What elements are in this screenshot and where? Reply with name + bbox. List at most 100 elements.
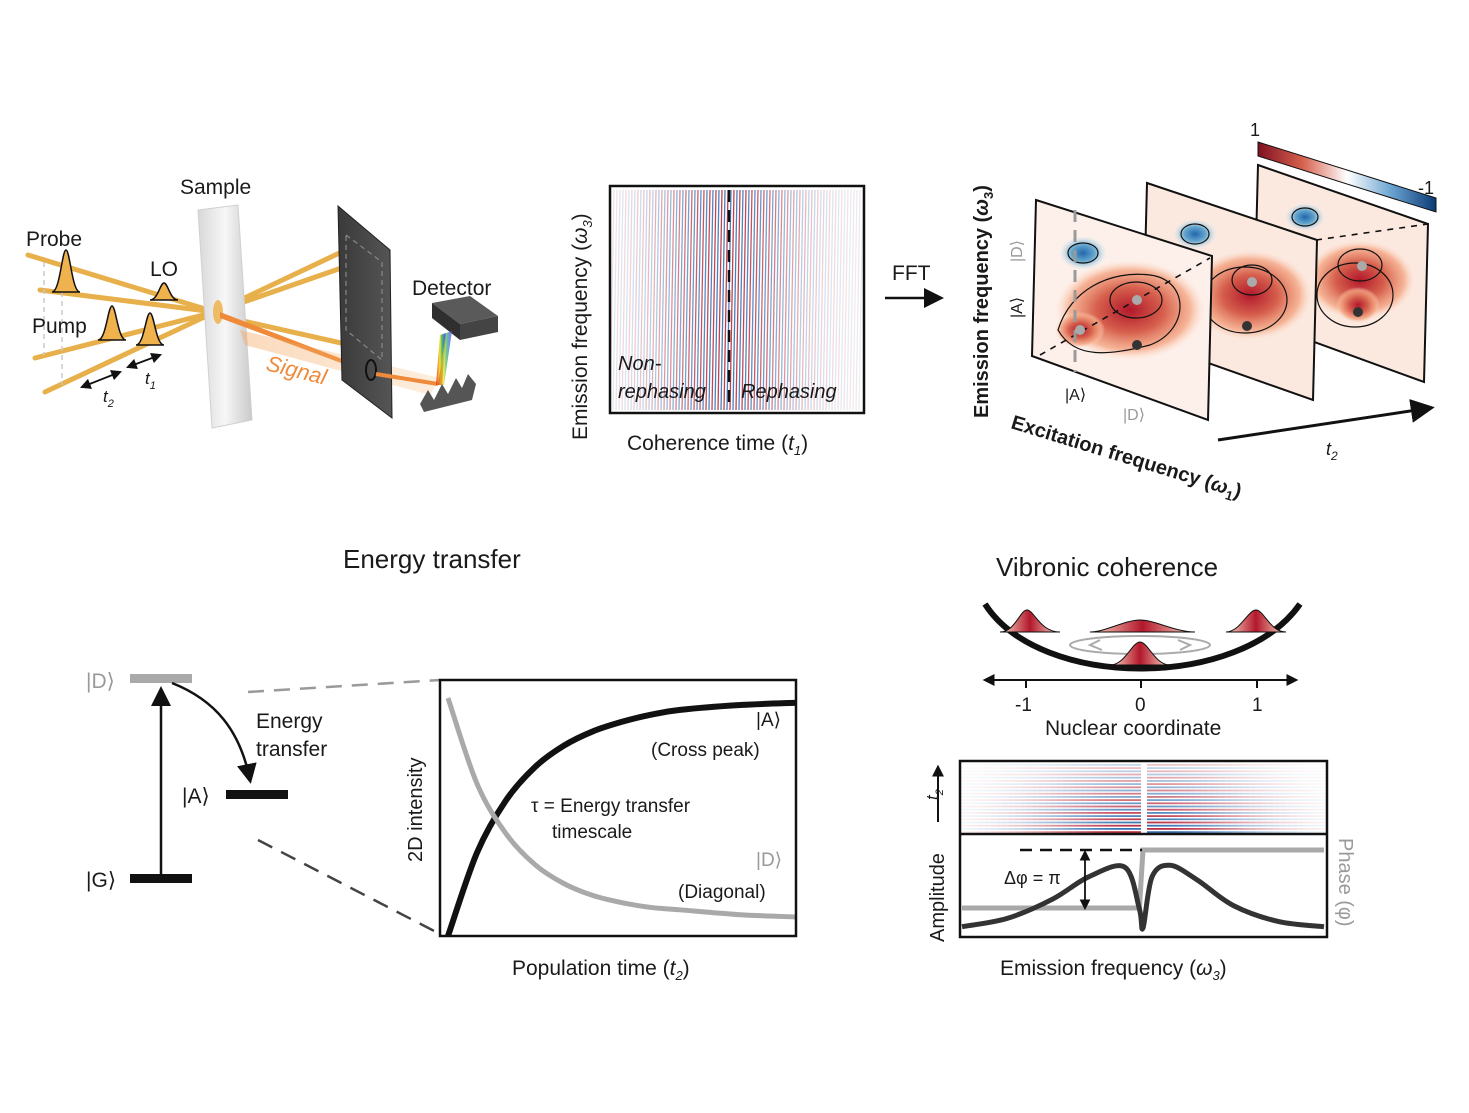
strip-cell	[1045, 773, 1051, 776]
strip-cell	[1153, 770, 1159, 773]
strip-cell	[1183, 799, 1189, 801]
fringe-line	[789, 189, 795, 411]
strip-cell	[1171, 764, 1177, 766]
strip-cell	[1159, 776, 1165, 779]
strip-cell	[1159, 780, 1165, 782]
strip-cell	[1255, 821, 1261, 824]
strip-cell	[1069, 796, 1075, 798]
strip-cell	[1243, 799, 1249, 801]
strip-cell	[1123, 783, 1129, 785]
strip-cell	[1021, 767, 1027, 769]
strip-cell	[1147, 802, 1153, 805]
strip-cell	[1303, 799, 1309, 801]
strip-cell	[1081, 821, 1087, 824]
strip-cell	[1027, 812, 1033, 814]
fringe-line	[831, 189, 837, 411]
strip-cell	[997, 773, 1003, 776]
strip-cell	[1057, 815, 1063, 817]
fringe-line	[816, 189, 822, 411]
strip-cell	[979, 776, 985, 779]
strip-cell	[1111, 792, 1117, 795]
strip-cell	[1195, 824, 1201, 827]
fringe-line	[639, 189, 645, 411]
strip-cell	[1273, 812, 1279, 814]
strip-cell	[967, 786, 973, 789]
strip-cell	[979, 831, 985, 833]
strip-cell	[1159, 815, 1165, 817]
strip-cell	[1243, 805, 1249, 808]
strip-cell	[1051, 764, 1057, 766]
strip-cell	[1105, 780, 1111, 782]
strip-cell	[1219, 818, 1225, 821]
strip-cell	[1063, 815, 1069, 817]
strip-cell	[1045, 828, 1051, 830]
strip-cell	[1261, 799, 1267, 801]
strip-cell	[1111, 808, 1117, 811]
strip-cell	[979, 796, 985, 798]
strip-cell	[1177, 783, 1183, 785]
strip-cell	[1207, 776, 1213, 779]
strip-cell	[1033, 767, 1039, 769]
strip-cell	[1057, 770, 1063, 773]
fringe-line	[780, 189, 786, 411]
diagonal-ket: |D⟩	[756, 850, 782, 871]
strip-cell	[1081, 776, 1087, 779]
strip-cell	[1171, 812, 1177, 814]
strip-cell	[973, 796, 979, 798]
amplitude-curve	[961, 862, 1325, 932]
strip-cell	[1123, 808, 1129, 811]
fringe-line	[611, 189, 615, 391]
strip-cell	[1195, 773, 1201, 776]
strip-cell	[1015, 770, 1021, 773]
strip-cell	[1309, 799, 1315, 801]
strip-cell	[1255, 773, 1261, 776]
fringe-line	[630, 189, 636, 411]
strip-cell	[967, 767, 973, 769]
strip-cell	[1099, 824, 1105, 827]
strip-cell	[1069, 818, 1075, 821]
strip-cell	[1321, 799, 1326, 801]
strip-cell	[1171, 799, 1177, 801]
strip-cell	[1201, 808, 1207, 811]
strip-cell	[1297, 824, 1303, 827]
strip-cell	[1183, 786, 1189, 789]
strip-cell	[1153, 818, 1159, 821]
strip-cell	[997, 831, 1003, 833]
strip-cell	[991, 831, 997, 833]
strip-cell	[1093, 780, 1099, 782]
strip-cell	[1081, 831, 1087, 833]
strip-cell	[1003, 776, 1009, 779]
fringe-line	[777, 189, 783, 411]
strip-cell	[997, 776, 1003, 779]
strip-cell	[1189, 824, 1195, 827]
spectra-stack: 1 -1	[971, 120, 1437, 504]
strip-cell	[1033, 812, 1039, 814]
strip-cell	[1087, 796, 1093, 798]
strip-cell	[1225, 767, 1231, 769]
strip-cell	[1135, 802, 1141, 805]
strip-cell	[961, 815, 967, 817]
strip-cell	[1045, 770, 1051, 773]
fringe-line	[819, 189, 825, 411]
strip-cell	[1039, 767, 1045, 769]
strip-cell	[1309, 774, 1315, 776]
strip-cell	[1039, 821, 1045, 824]
strip-cell	[1021, 831, 1027, 833]
strip-cell	[967, 821, 973, 824]
strip-cell	[1105, 783, 1111, 785]
strip-cell	[1153, 764, 1159, 766]
strip-cell	[1147, 821, 1153, 824]
strip-cell	[1243, 783, 1249, 785]
strip-cell	[1039, 828, 1045, 830]
strip-cell	[1219, 831, 1225, 833]
grating	[420, 374, 476, 412]
strip-cell	[1081, 799, 1087, 801]
cross-peak-curve	[445, 699, 797, 937]
strip-cell	[1213, 770, 1219, 773]
t1-delay-arrow	[125, 352, 163, 370]
t2-delay-arrow	[79, 370, 123, 389]
strip-cell	[1069, 770, 1075, 773]
kinetics-ylabel: 2D intensity	[405, 758, 427, 863]
strip-cell	[1213, 773, 1219, 776]
